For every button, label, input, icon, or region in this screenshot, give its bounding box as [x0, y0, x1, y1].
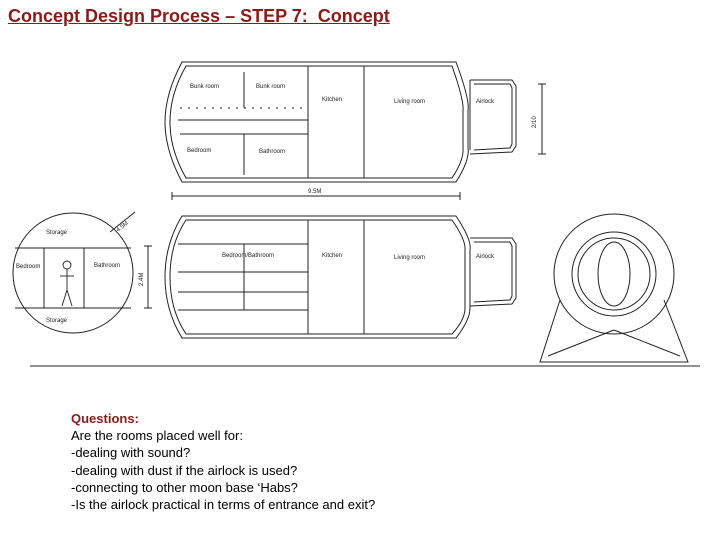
top-plan-outline: [164, 61, 469, 183]
room-label: Living room: [394, 99, 425, 105]
question-line: -Is the airlock practical in terms of en…: [71, 497, 376, 513]
section-outline: [12, 212, 134, 334]
questions-block: Questions: Are the rooms placed well for…: [71, 410, 375, 513]
dimension-label: 4.5M: [116, 221, 130, 234]
dimension-label: 9.5M: [308, 189, 321, 195]
section-dim-diagonal: [109, 211, 136, 233]
room-label: Kitchen: [322, 97, 342, 103]
top-plan-inner-outline: [169, 65, 464, 179]
airlock-door-inner: [473, 83, 513, 151]
question-line: -dealing with sound?: [71, 445, 191, 461]
end-view-stand: [539, 299, 689, 363]
bottom-plan-inner-outline: [169, 219, 466, 335]
questions-heading: Questions:: [71, 411, 139, 426]
end-view-hatch: [597, 241, 631, 307]
room-label: Airlock: [476, 99, 495, 105]
cross-section: [12, 211, 152, 334]
room-label: Bedroom/Bathroom: [222, 253, 274, 259]
room-label: Bathroom: [259, 149, 285, 155]
question-line: -dealing with dust if the airlock is use…: [71, 462, 298, 478]
room-label: Bunk room: [190, 84, 219, 90]
dimension-label: 2.4M: [139, 273, 145, 286]
room-label: Living room: [394, 255, 425, 261]
dimension-label: 2/10: [532, 116, 538, 128]
section-label: Bedroom: [16, 264, 40, 270]
airlock-door: [469, 79, 517, 155]
question-line: Are the rooms placed well for:: [71, 428, 243, 444]
room-label: Airlock: [476, 254, 495, 260]
end-view-inner-circle: [577, 237, 651, 311]
room-label: Bunk room: [256, 84, 285, 90]
end-view-outer-circle: [553, 213, 675, 335]
bottom-airlock-door: [469, 237, 517, 307]
page-title: Concept Design Process – STEP 7: Concept: [8, 6, 390, 26]
end-view-mid-circle: [571, 231, 657, 317]
room-label: Bedroom: [187, 148, 211, 154]
section-label: Storage: [46, 230, 68, 236]
bottom-plan-outline: [164, 215, 471, 339]
end-elevation: [539, 213, 689, 363]
room-label: Kitchen: [322, 253, 342, 259]
human-figure-icon: [60, 260, 74, 307]
question-line: -connecting to other moon base ‘Habs?: [71, 479, 298, 495]
top-floor-plan: [164, 61, 546, 200]
bottom-floor-plan: [164, 215, 517, 339]
section-label: Storage: [46, 318, 68, 324]
section-label: Bathroom: [94, 263, 120, 269]
